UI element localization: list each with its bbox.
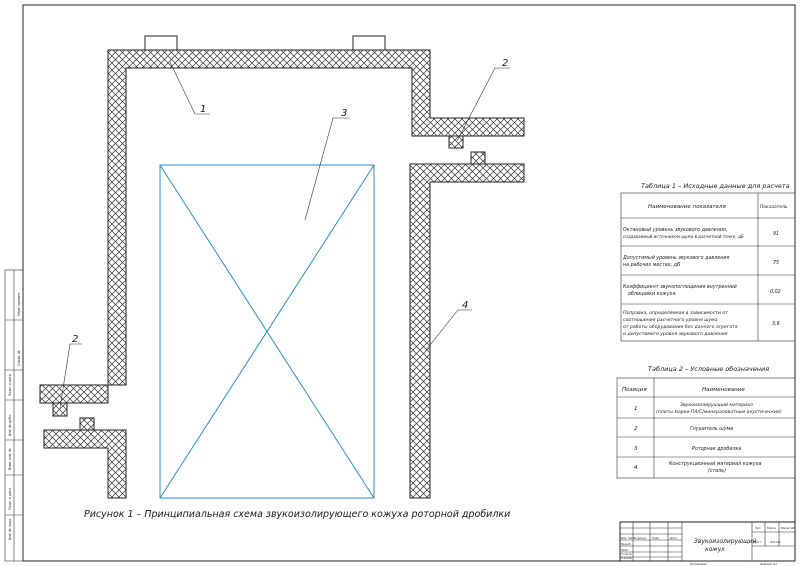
table1-row-value: 75 <box>773 260 779 266</box>
table2-name: (плиты марки ПА/С/минераловатные акустич… <box>656 409 782 415</box>
table2-name: (сталь) <box>708 468 726 474</box>
table1-row-name: Допустимый уровень звукового давления <box>622 255 729 261</box>
enclosure-wall-right <box>409 163 525 499</box>
table1-row-value: 91 <box>773 231 779 237</box>
rotor-crusher <box>159 164 375 499</box>
table2-header-name: Наименование <box>702 387 745 393</box>
title-row-label: Т.контр. <box>621 552 632 556</box>
title-name-line: Звукоизолирующий <box>694 538 757 545</box>
table2-name: Звукоизолирующий материал <box>680 402 753 408</box>
mount-block <box>144 35 178 51</box>
table1-row-value: 3,6 <box>772 321 780 327</box>
position-label-3: 3 <box>341 108 347 119</box>
side-stamp-cell: Подп. и дата <box>8 374 12 396</box>
position-label-2-left: 2 <box>72 334 78 345</box>
side-stamp-cell: Взам. инв. № <box>8 448 12 470</box>
title-sheets: Листов <box>769 540 781 544</box>
table1-row-name: Октановый уровень звукового давления, <box>623 227 727 233</box>
title-col-header: Лит. <box>754 526 762 530</box>
title-head-cell: Подп. <box>652 536 660 540</box>
title-col-header: Масштаб <box>781 526 795 530</box>
table1-header-name: Наименование показателя <box>648 204 727 210</box>
figure-caption: Рисунок 1 – Принципиальная схема звукоиз… <box>84 509 510 520</box>
position-leaders: 1 2 3 2 4 <box>59 58 510 409</box>
table2-pos: 1 <box>634 406 638 412</box>
table1-row-name: Поправка, определяемая в зависимости от <box>623 310 728 316</box>
title-copied: Копировал <box>690 562 707 566</box>
position-label-4: 4 <box>462 300 468 311</box>
silencer-right-lower <box>470 151 486 165</box>
title-row-label: Изм. Лист <box>621 536 635 540</box>
table-initial-data: Таблица 1 – Исходные данные для расчета … <box>620 182 796 342</box>
table2-title: Таблица 2 – Условные обозначения <box>648 365 769 373</box>
silencer-right <box>448 135 464 149</box>
table1-title: Таблица 1 – Исходные данные для расчета <box>641 182 790 190</box>
table1-row-name: на рабочих местах, дБ <box>623 262 681 268</box>
table2-name: Роторная дробилка <box>692 446 741 452</box>
table2-header-pos: Позиция <box>622 387 647 393</box>
table2-pos: 2 <box>634 426 638 432</box>
table2-name: Конструкционный материал кожуха <box>669 461 762 467</box>
title-head-cell: Дата <box>669 536 677 540</box>
title-format: Формат А1 <box>760 562 777 566</box>
title-block: Изм. Лист Разраб. Пров. Т.контр. Н.контр… <box>619 521 796 566</box>
side-stamp-cell: Справ. № <box>17 350 21 366</box>
side-stamp-cell: Перв. примен. <box>17 292 21 316</box>
table2-name: Глушитель шума <box>690 426 733 432</box>
table2-pos: 3 <box>634 446 638 452</box>
table1-header-value: Показатель <box>760 204 788 210</box>
table1-row-name: от работы оборудования без данного агрег… <box>623 324 738 330</box>
title-head-cell: № докум. <box>633 537 647 540</box>
side-stamp-cell: Инв. № дубл. <box>8 414 12 436</box>
silencer-left <box>52 402 68 417</box>
table2-pos: 4 <box>634 465 638 471</box>
enclosure-wall-left-lower <box>43 429 127 499</box>
table-symbols: Таблица 2 – Условные обозначения Позиция… <box>616 365 796 479</box>
table1-row-name: Коэффициент звукопоглощения внутренней <box>623 284 737 290</box>
table1-row-name: соотношения расчетного уровня шума <box>623 318 718 323</box>
side-stamp-cell: Инв. № подл. <box>8 518 12 540</box>
silencer-left-lower <box>79 417 95 431</box>
side-stamp: Инв. № подл. Подп. и дата Взам. инв. № И… <box>4 269 24 562</box>
mount-block <box>352 35 386 51</box>
title-row-label: Разраб. <box>621 542 631 546</box>
position-label-2-right: 2 <box>502 58 508 69</box>
enclosure-wall <box>39 49 525 404</box>
table1-row-name: облицовки кожуха <box>628 291 675 297</box>
sheet-frame <box>22 4 796 562</box>
title-row-label: Н.контр. <box>621 556 633 560</box>
title-sheet: Лист <box>753 540 761 544</box>
title-row-label: Пров. <box>621 548 629 552</box>
position-label-1: 1 <box>200 104 206 115</box>
side-stamp-cell: Подп. и дата <box>8 488 12 510</box>
title-name-line: кожух <box>705 546 725 553</box>
title-col-header: Масса <box>767 526 776 530</box>
table1-row-name: создаваемый источником шума в расчетной … <box>623 234 744 239</box>
table1-row-name: и допустимого уровня звукового давления <box>623 332 728 337</box>
table1-row-value: 0,02 <box>770 289 781 295</box>
